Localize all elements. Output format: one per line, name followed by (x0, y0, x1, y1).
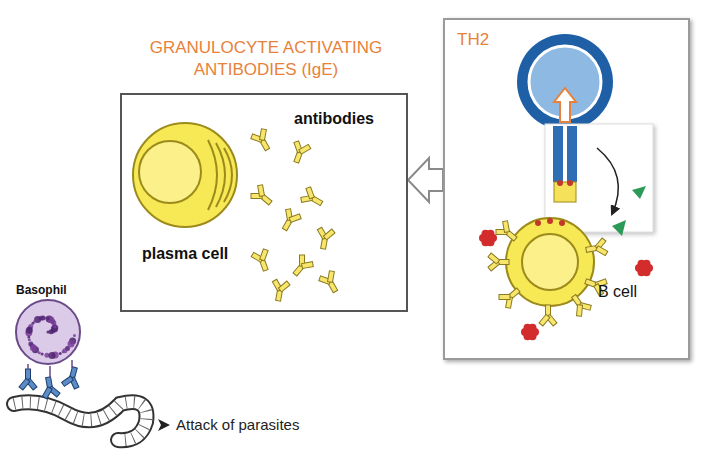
granule (28, 338, 31, 341)
granule (67, 341, 74, 348)
antibody (61, 365, 84, 390)
granule (59, 352, 62, 355)
b-cell (506, 218, 594, 306)
granule (51, 320, 56, 325)
antibody (249, 183, 277, 210)
granule (49, 352, 56, 359)
granule (27, 336, 30, 339)
text-label: antibodies (294, 110, 374, 128)
antibody (494, 219, 522, 246)
b-cell-node: B cell (502, 213, 644, 323)
antibody-arm (299, 144, 311, 154)
parasite-worm (14, 402, 146, 440)
antibody-arm (260, 249, 268, 261)
antibody-arm (260, 129, 267, 141)
antibody (277, 207, 303, 234)
antibody (288, 139, 312, 165)
antibody-arm (306, 187, 314, 199)
antibody (317, 269, 343, 296)
antigen-core (525, 327, 535, 337)
note: Attack of parasites (176, 416, 299, 433)
granule (40, 315, 45, 320)
cell-label: plasma cell (142, 245, 228, 263)
granule (41, 352, 44, 355)
antibody (39, 376, 60, 400)
granule (47, 317, 50, 320)
granule (38, 351, 41, 354)
antibody (19, 369, 37, 390)
antigen-core (639, 263, 649, 273)
antibody-arm (499, 295, 510, 300)
antibody (250, 247, 274, 273)
antibody-arm (42, 387, 52, 399)
antibody-arm (278, 281, 290, 292)
antibody-arm (19, 378, 30, 390)
antibody-arm (596, 246, 608, 256)
antigen (479, 230, 497, 247)
antibody (566, 291, 593, 319)
block-arrow (408, 158, 443, 202)
antibody-arm (539, 314, 550, 326)
basophil-cell (16, 300, 80, 364)
granule (53, 325, 56, 328)
heading: GRANULOCYTE ACTIVATING ANTIBODIES (IgE) (121, 37, 411, 81)
bullet-arrow (158, 419, 170, 431)
granule (33, 320, 36, 323)
granule (30, 344, 37, 351)
antibody-arm (328, 271, 335, 283)
antibody-arm (302, 262, 314, 269)
antibody (539, 305, 557, 326)
granule (26, 327, 33, 334)
cell-label: B cell (598, 283, 637, 301)
t-cell (517, 34, 613, 130)
antigen (521, 324, 539, 341)
antibody-arm (577, 305, 583, 316)
antibody (288, 253, 315, 281)
granule (73, 334, 76, 337)
antibody-arm (488, 253, 500, 264)
antigen (635, 260, 653, 277)
granule (62, 348, 67, 353)
antibody (488, 253, 509, 271)
th2-panel: TH2 B cell (443, 18, 690, 360)
cell-label: Basophil (16, 283, 67, 297)
antibody (497, 283, 525, 310)
antigen-core (483, 233, 493, 243)
antibody-arm (289, 214, 301, 222)
plasma-box: GRANULOCYTE ACTIVATING ANTIBODIES (IgE)a… (120, 93, 408, 312)
panel-title: TH2 (457, 30, 489, 50)
receptor-line (28, 360, 72, 378)
antibody (314, 227, 335, 251)
antibody-arm (323, 229, 335, 240)
antibody-arm (503, 221, 510, 233)
antibody (299, 185, 326, 211)
plasma-cell (133, 123, 237, 227)
antibody (585, 237, 609, 258)
antibody-arm (258, 185, 265, 197)
antibody (249, 127, 275, 154)
antibody (269, 279, 290, 303)
basophil-node: Basophil (10, 283, 90, 368)
granule (49, 329, 54, 334)
antibody-arm (62, 376, 74, 386)
